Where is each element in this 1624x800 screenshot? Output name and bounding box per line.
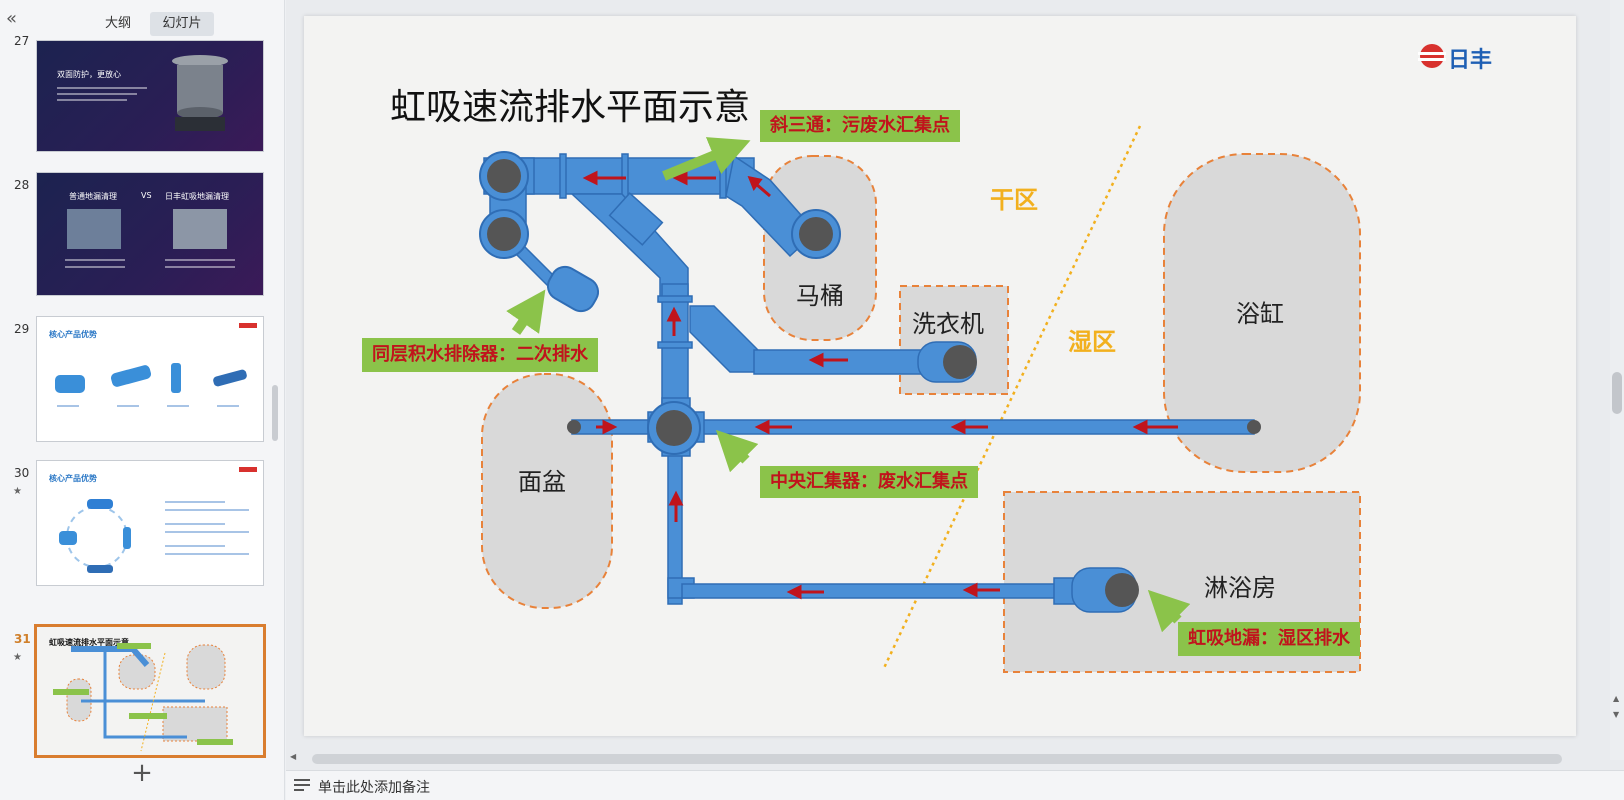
callout-secondary: 同层积水排除器：二次排水 — [362, 338, 598, 372]
room-label-bathtub: 浴缸 — [1236, 300, 1284, 328]
thumb-text-line — [165, 545, 225, 547]
double-chevron-left-icon[interactable]: « — [6, 8, 18, 29]
thumb-title: 核心产品优势 — [49, 474, 97, 483]
slide-canvas[interactable]: 虹吸速流排水平面示意 日丰 马桶 洗衣机 浴缸 面盆 淋浴房 干区 湿区 斜三通… — [304, 16, 1576, 736]
slide-title: 虹吸速流排水平面示意 — [390, 87, 751, 128]
floor-drain-product-image — [172, 55, 228, 131]
horizontal-scroll-thumb[interactable] — [312, 754, 1562, 764]
thumb-text-line — [165, 501, 225, 503]
thumb-logo — [239, 467, 257, 472]
notes-input[interactable]: 单击此处添加备注 — [318, 780, 430, 796]
thumb-text-line — [165, 266, 235, 268]
slide-thumb-28[interactable]: 普通地漏清理 VS 日丰虹吸地漏清理 — [36, 172, 264, 296]
thumb-photo — [67, 209, 121, 249]
tab-slides[interactable]: 幻灯片 — [150, 12, 214, 36]
room-label-washer: 洗衣机 — [912, 310, 984, 338]
notes-list-icon — [294, 779, 310, 793]
thumb-text-line — [165, 509, 249, 511]
thumb-diagram — [53, 643, 233, 752]
thumb-logo — [239, 323, 257, 328]
slide-editor: 虹吸速流排水平面示意 日丰 马桶 洗衣机 浴缸 面盆 淋浴房 干区 湿区 斜三通… — [286, 0, 1624, 800]
thumb-vs: VS — [141, 191, 152, 200]
callout-central: 中央汇集器：废水汇集点 — [760, 466, 978, 498]
animation-star-icon: ★ — [13, 652, 22, 663]
thumb-text-line — [165, 259, 235, 261]
thumb-text-line — [165, 553, 249, 555]
thumb-text-line — [165, 523, 225, 525]
callout-tee: 斜三通：污废水汇集点 — [760, 110, 960, 142]
callout-arrows — [506, 137, 1191, 633]
room-label-toilet: 马桶 — [796, 282, 844, 310]
thumb-title: 双面防护，更放心 — [57, 70, 121, 79]
thumb-text-line — [57, 99, 127, 101]
thumb-photo — [173, 209, 227, 249]
product-cycle-diagram — [59, 499, 131, 573]
slide-thumb-29[interactable]: 核心产品优势 — [36, 316, 264, 442]
thumb-number: 30 — [14, 466, 30, 480]
thumb-text-line — [65, 259, 125, 261]
slide-thumb-31[interactable]: 虹吸速流排水平面示意 — [34, 624, 266, 758]
slide-thumb-30[interactable]: 核心产品优势 — [36, 460, 264, 586]
room-label-basin: 面盆 — [518, 468, 566, 496]
scroll-down-arrow-icon[interactable]: ▼ — [1613, 710, 1620, 719]
vertical-scroll-thumb[interactable] — [1612, 372, 1622, 414]
thumb-title: 普通地漏清理 — [69, 192, 117, 201]
notes-bar: 单击此处添加备注 — [286, 770, 1624, 800]
secondary-drain-device — [546, 265, 600, 313]
thumb-title: 虹吸速流排水平面示意 — [49, 638, 129, 647]
bathtub-area — [1163, 153, 1361, 473]
thumb-number: 28 — [14, 178, 30, 192]
room-label-shower: 淋浴房 — [1204, 574, 1276, 602]
slides-panel: « 大纲 幻灯片 27 双面防护，更放心 28 普通地漏清理 VS 日丰虹吸地漏… — [0, 0, 285, 800]
thumb-title: 核心产品优势 — [49, 330, 97, 339]
panel-scrollbar[interactable] — [272, 385, 278, 441]
pipe-openings — [479, 151, 1261, 607]
plus-icon[interactable]: + — [131, 758, 153, 788]
logo-text: 日丰 — [1448, 48, 1493, 73]
zone-label-wet: 湿区 — [1068, 328, 1116, 356]
thumb-text-line — [65, 266, 125, 268]
thumb-text-line — [57, 93, 137, 95]
flow-arrows — [582, 170, 1178, 600]
thumb-number: 31 — [14, 632, 31, 646]
scroll-left-arrow-icon[interactable]: ◀ — [290, 752, 297, 761]
rifeng-logo-icon — [1418, 44, 1446, 68]
thumb-text-line — [57, 87, 147, 89]
thumb-number: 29 — [14, 322, 30, 336]
view-tabs: 大纲 幻灯片 — [86, 12, 214, 36]
thumb-title-2: 日丰虹吸地漏清理 — [165, 192, 229, 201]
scroll-up-arrow-icon[interactable]: ▲ — [1613, 694, 1620, 703]
zone-divider-line — [882, 125, 1142, 669]
product-icons — [55, 363, 247, 407]
callout-floor-drain: 虹吸地漏：湿区排水 — [1178, 622, 1360, 656]
tab-outline[interactable]: 大纲 — [104, 16, 131, 31]
thumb-text-line — [165, 531, 249, 533]
drainage-diagram — [479, 44, 1446, 673]
zone-label-dry: 干区 — [990, 186, 1038, 214]
animation-star-icon: ★ — [13, 486, 22, 497]
slide-thumb-27[interactable]: 双面防护，更放心 — [36, 40, 264, 152]
thumb-number: 27 — [14, 34, 30, 48]
